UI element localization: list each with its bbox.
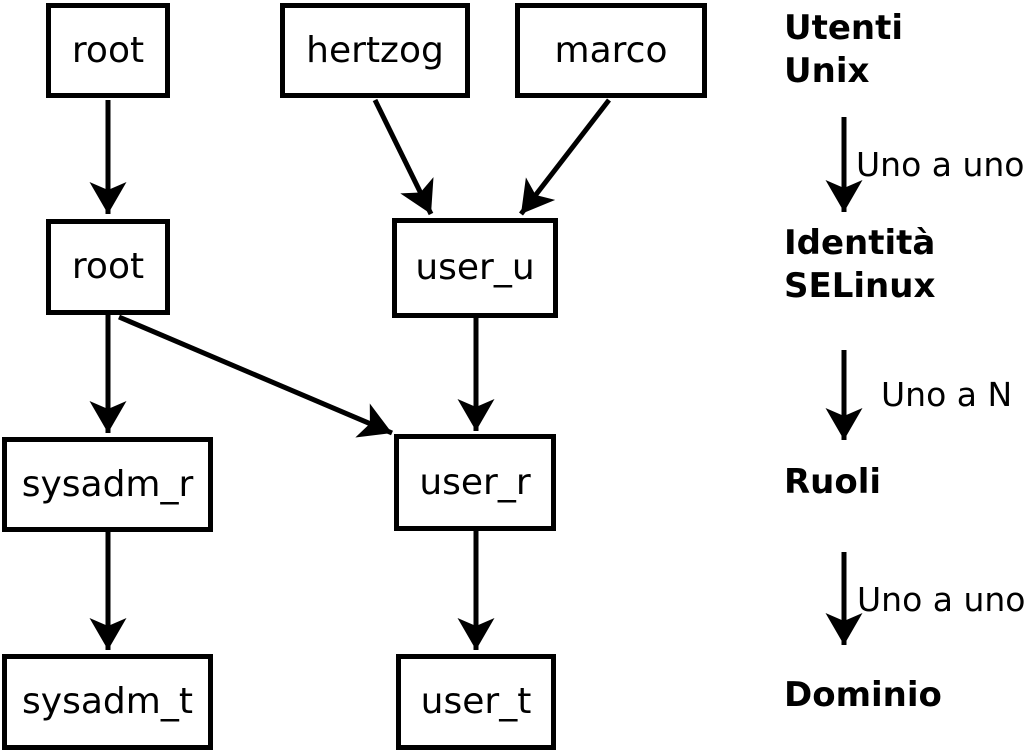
node-domain-user-t: user_t bbox=[396, 654, 556, 750]
node-selinux-user-u: user_u bbox=[392, 218, 558, 318]
legend-label-uno-a-uno-1: Uno a uno bbox=[856, 145, 1024, 184]
node-unix-marco: marco bbox=[515, 3, 707, 98]
legend-label-uno-a-n: Uno a N bbox=[881, 375, 1013, 414]
node-role-sysadm-r-label: sysadm_r bbox=[21, 463, 194, 505]
node-selinux-root: root bbox=[46, 219, 170, 315]
legend-label-uno-a-uno-2: Uno a uno bbox=[857, 580, 1024, 619]
legend-identita-line: Identità bbox=[784, 223, 936, 263]
arrow-marco-to-user-u bbox=[519, 98, 611, 216]
legend-heading-identita-selinux: Identità SELinux bbox=[784, 222, 935, 308]
node-role-sysadm-r: sysadm_r bbox=[2, 437, 213, 532]
legend-heading-utenti-unix: Utenti Unix bbox=[784, 7, 903, 93]
node-unix-root: root bbox=[46, 3, 170, 98]
node-unix-root-label: root bbox=[71, 29, 145, 71]
legend-heading-ruoli: Ruoli bbox=[784, 462, 882, 502]
node-selinux-root-label: root bbox=[71, 246, 145, 287]
legend-heading-dominio: Dominio bbox=[784, 675, 942, 715]
node-unix-marco-label: marco bbox=[554, 29, 668, 71]
node-domain-sysadm-t: sysadm_t bbox=[2, 654, 213, 750]
node-selinux-user-u-label: user_u bbox=[415, 247, 535, 288]
arrow-selinuxroot-to-user-r bbox=[118, 314, 393, 438]
legend-unix-line: Unix bbox=[784, 51, 870, 91]
node-role-user-r: user_r bbox=[394, 434, 556, 531]
node-domain-user-t-label: user_t bbox=[420, 681, 532, 722]
node-role-user-r-label: user_r bbox=[419, 461, 531, 503]
arrow-hertzog-to-user-u bbox=[372, 98, 434, 216]
node-domain-sysadm-t-label: sysadm_t bbox=[22, 681, 193, 722]
legend-selinux-line: SELinux bbox=[784, 266, 936, 306]
node-unix-hertzog: hertzog bbox=[280, 3, 470, 98]
node-unix-hertzog-label: hertzog bbox=[306, 29, 444, 71]
legend-utenti-line: Utenti bbox=[784, 8, 904, 48]
